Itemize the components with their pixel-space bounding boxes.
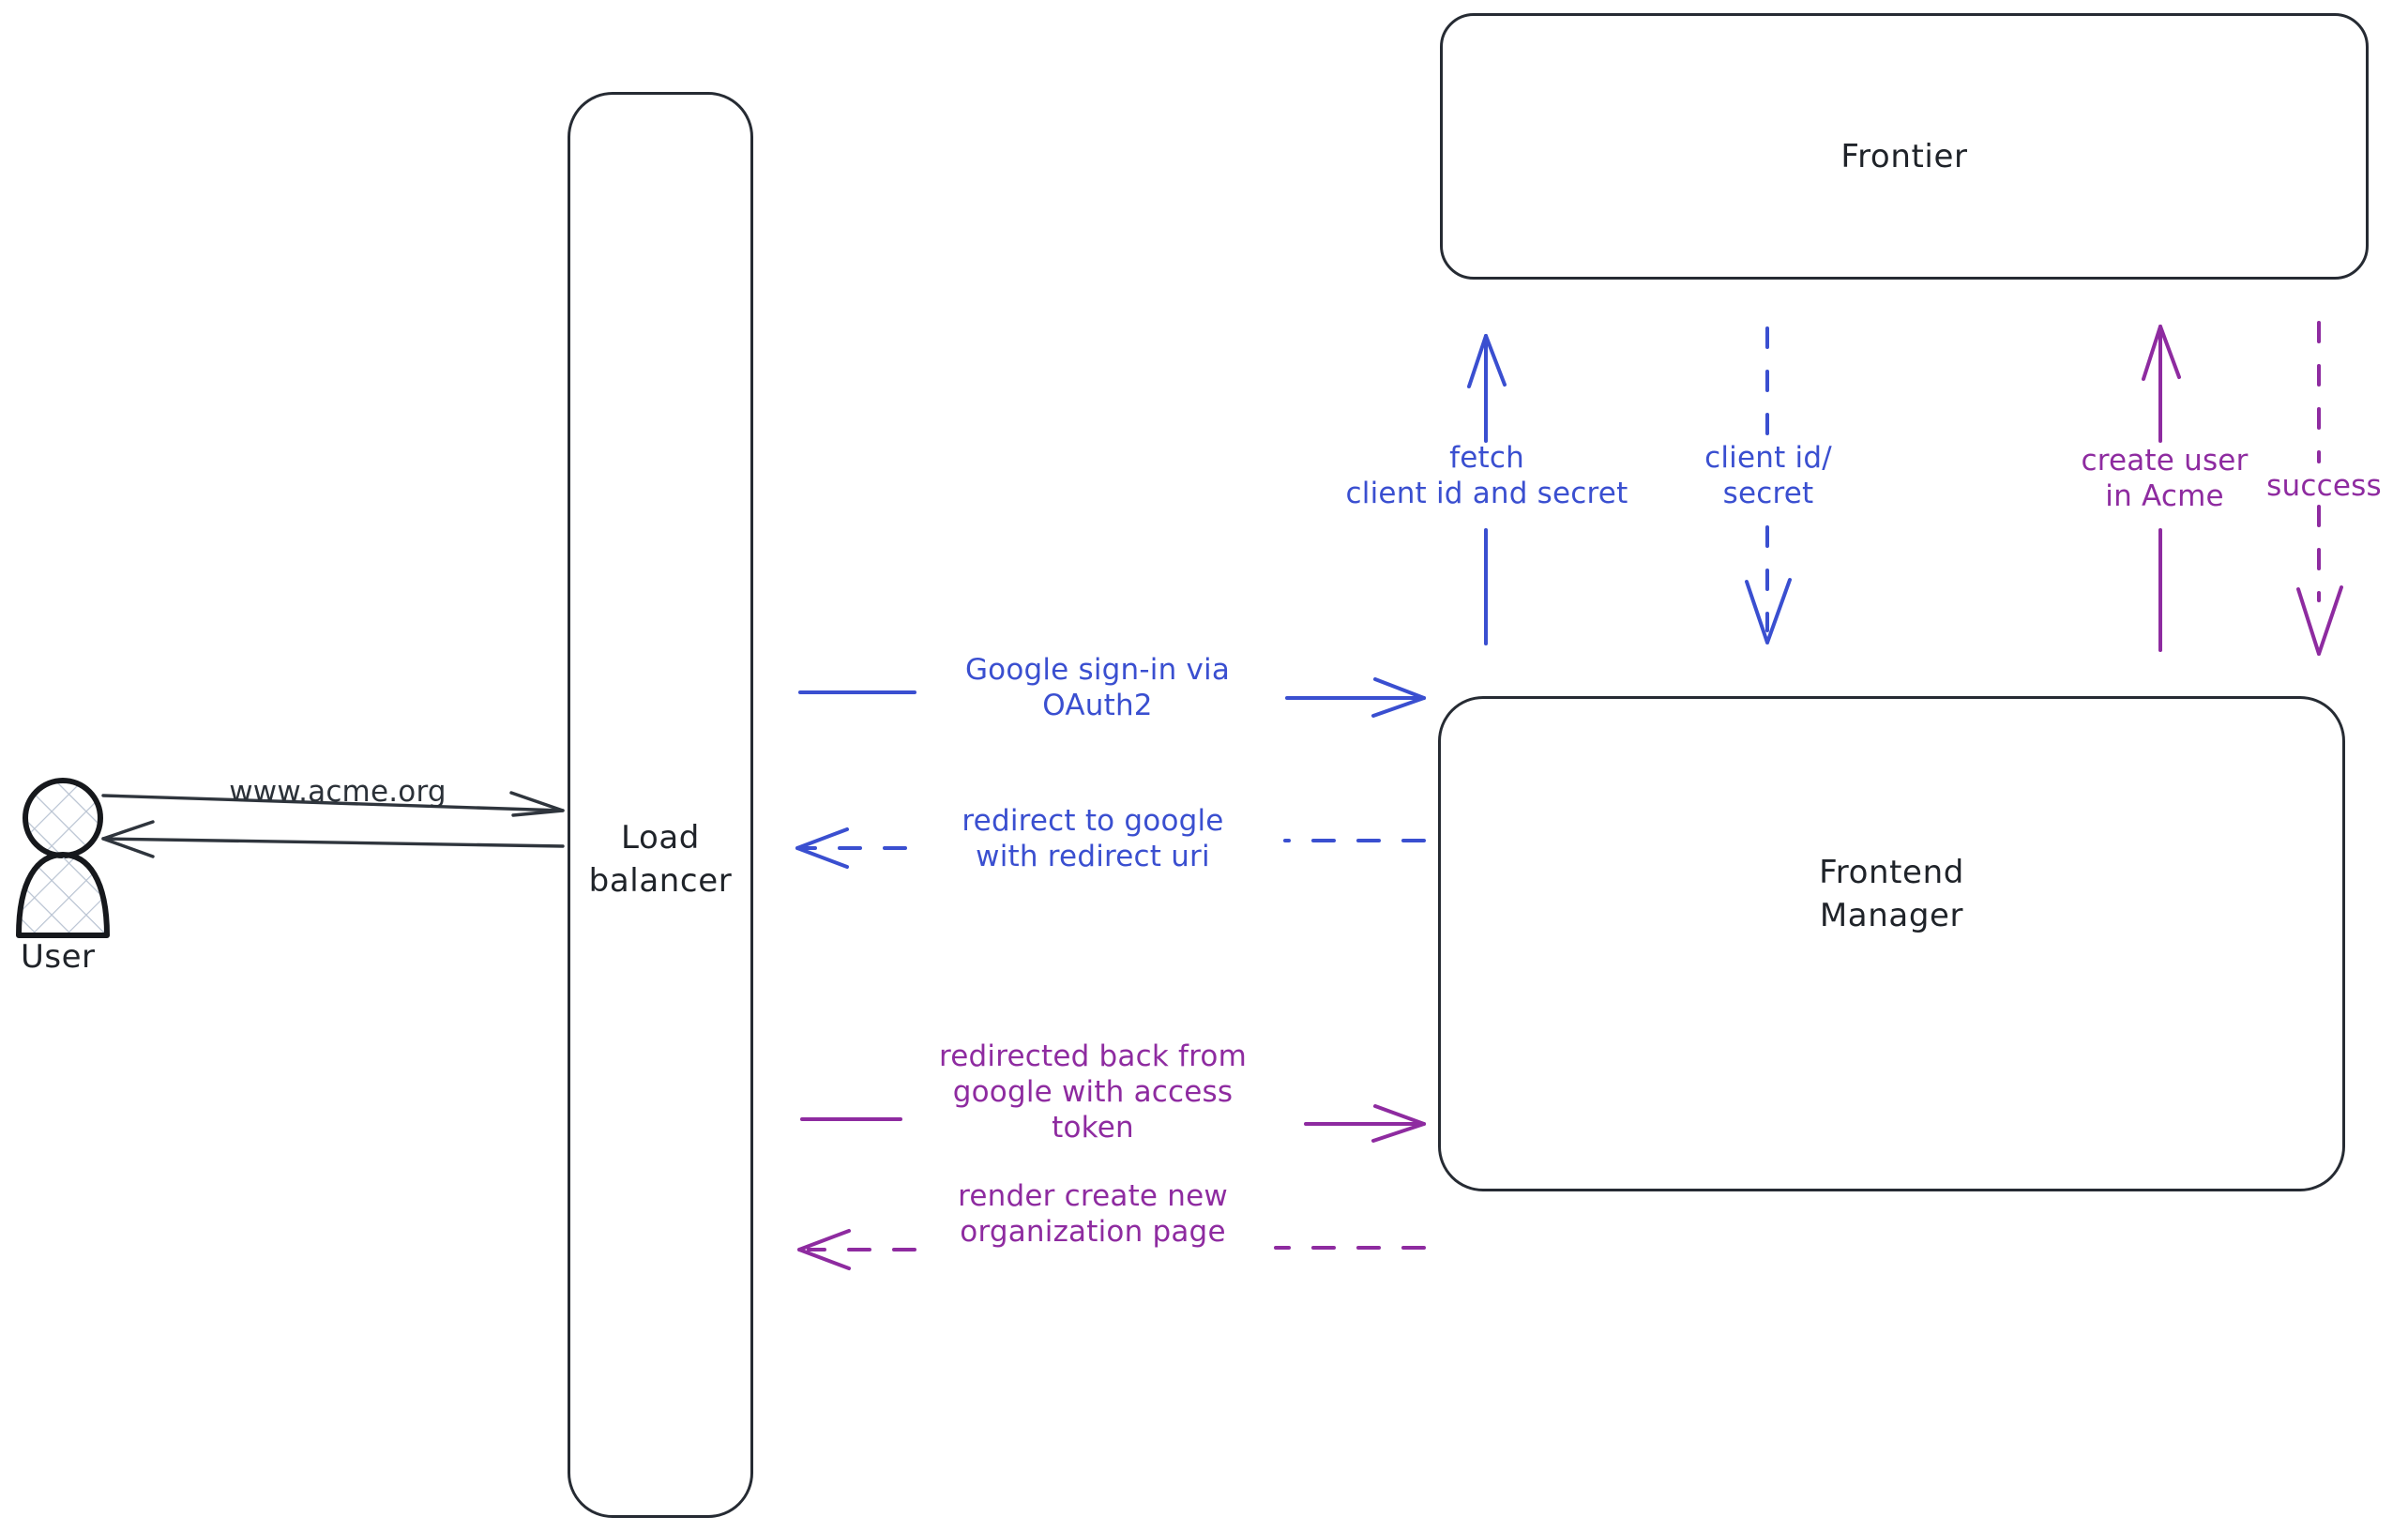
node-frontier[interactable]: Frontier xyxy=(1440,13,2369,280)
edge-lb-to-user xyxy=(101,820,565,858)
node-frontier-label: Frontier xyxy=(1840,138,1968,175)
edge-user-to-lb xyxy=(101,791,565,817)
node-frontend-manager-label: Frontend Manager xyxy=(1819,854,1964,934)
edge-fm-to-frontier-create-user xyxy=(2142,325,2181,652)
edge-lb-to-fm-token xyxy=(800,1104,1426,1143)
edge-fm-to-frontier-fetch xyxy=(1467,334,1507,645)
edge-frontier-to-fm-creds xyxy=(1745,326,1792,645)
edge-frontier-to-fm-success xyxy=(2296,321,2343,656)
edge-fm-to-lb-render xyxy=(797,1229,1426,1270)
person-icon xyxy=(16,778,110,938)
edge-fm-to-lb-redirect xyxy=(795,827,1426,869)
edge-lb-to-fm-signin xyxy=(798,677,1426,718)
actor-user-label: User xyxy=(21,938,96,976)
node-frontend-manager[interactable]: Frontend Manager xyxy=(1438,696,2345,1191)
node-load-balancer-label: Load balancer xyxy=(588,819,733,900)
node-load-balancer[interactable]: Load balancer xyxy=(568,92,753,1518)
